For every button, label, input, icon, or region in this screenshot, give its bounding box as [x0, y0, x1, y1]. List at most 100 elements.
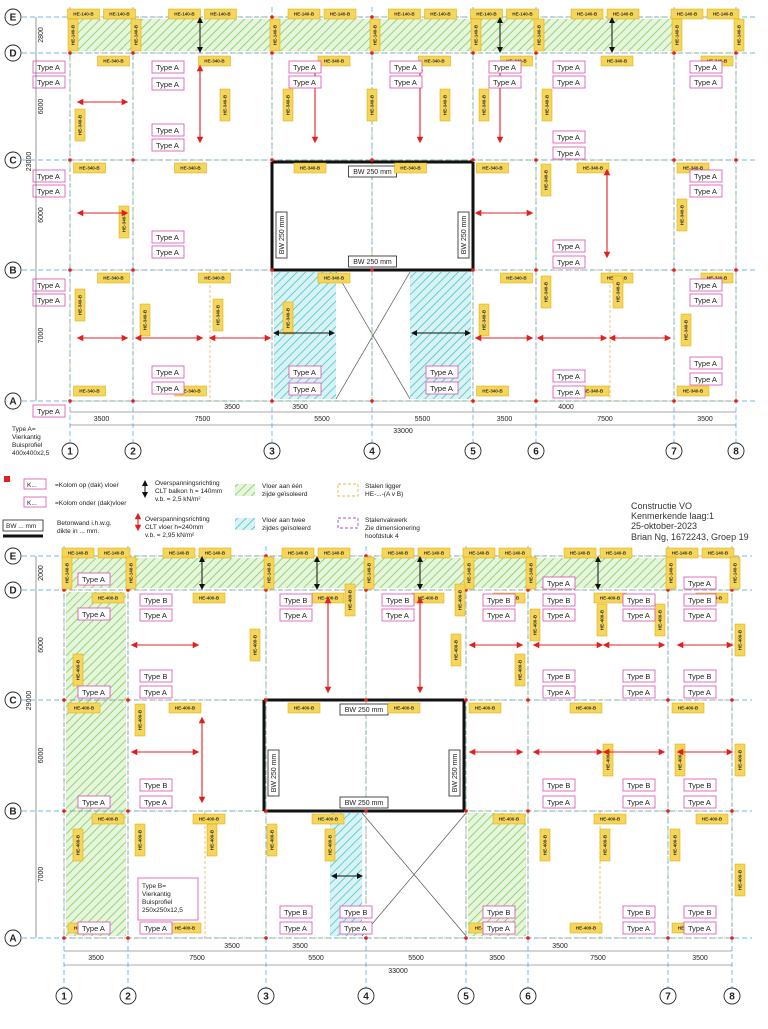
beam-label-bg — [706, 8, 740, 20]
column-type-label: Type A — [386, 611, 409, 620]
column-type-box — [288, 60, 322, 74]
grid-col-label: 6 — [525, 992, 531, 1003]
column-type-box — [151, 245, 185, 259]
beam-label: HE-340-B — [204, 276, 225, 281]
column-type-label: Type A — [694, 375, 717, 384]
beam-label: HE-400-B — [294, 706, 315, 711]
beam-label-bg — [293, 162, 327, 174]
legend-overspanning-vloer-3: v.b. = 2,95 kN/m² — [145, 532, 195, 539]
column-type-box — [32, 404, 66, 418]
beam-label-bg — [72, 828, 84, 862]
beam-label-bg — [514, 653, 526, 687]
column-marker — [364, 936, 368, 940]
type-a-definition: Type A= Vierkantig Buisprofiel 400x400x2… — [12, 426, 50, 457]
legend-stalen-ligger-2: HE-...-(A v B) — [365, 491, 403, 498]
column-type-box — [689, 60, 723, 74]
legend: K... =Kolom op (dak) vloer K... =Kolom o… — [2, 476, 420, 540]
column-type-label: Type B — [144, 781, 167, 790]
legend-betonwand-1: Betonwand i.h.w.g. — [57, 520, 112, 527]
beam-label: HE-140-B — [330, 12, 351, 17]
column-type-box — [552, 255, 586, 269]
column-type-box — [151, 123, 185, 137]
legend-kolom-onder-box — [23, 496, 47, 508]
column-marker — [526, 698, 530, 702]
column-type-box — [32, 75, 66, 89]
beam-label: HE-400-B — [606, 749, 611, 770]
beam-label-bg — [97, 547, 131, 559]
beam-label-bg — [67, 702, 101, 714]
column-type-label: Type A — [430, 368, 453, 377]
wall-label-box — [339, 796, 389, 809]
column-type-box — [552, 130, 586, 144]
legend-vloer-twee-1: Vloer aan twee — [262, 517, 306, 524]
beam-label-bg — [500, 272, 533, 284]
beam-label-bg — [282, 88, 294, 122]
grid-col-label: 6 — [533, 447, 539, 458]
grid-col-bubble — [665, 442, 683, 460]
void-cross-line — [361, 812, 467, 937]
beam-label: HE-340-B — [78, 294, 83, 315]
column-marker — [370, 268, 374, 272]
legend-vloer-twee-2: zijdes geïsoleerd — [262, 525, 311, 532]
column-type-label: Type B — [688, 781, 711, 790]
column-marker — [126, 936, 130, 940]
beam-label: HE-140-B — [537, 24, 542, 45]
beam-label: HE-140-B — [68, 551, 89, 556]
beam-label: HE-340-B — [286, 94, 291, 115]
grid-col-label: 2 — [130, 447, 136, 458]
column-type-label: Type A — [547, 688, 570, 697]
column-marker — [370, 158, 374, 162]
beam-label: HE-140-B — [529, 562, 534, 583]
beam-label-bg — [541, 88, 553, 122]
column-type-box — [279, 593, 313, 607]
legend-stalen-vakwerk-3: hoofdstuk 4 — [365, 533, 399, 540]
dim-span: 5500 — [408, 955, 424, 962]
beam-label-bg — [676, 385, 710, 397]
type-b-def-line-3: Buisprofiel — [142, 899, 173, 906]
beam-label-bg — [470, 8, 503, 20]
legend-green-hatch — [235, 484, 255, 496]
legend-betonwand-2: dikte in ... mm. — [57, 528, 99, 535]
beam-label-bg — [204, 8, 237, 20]
column-type-box — [339, 905, 373, 919]
beam-label: HE-140-B — [373, 24, 378, 45]
beam-label-bg — [366, 88, 378, 122]
beam-label-bg — [576, 162, 610, 174]
beam-label: HE-400-B — [603, 834, 608, 855]
column-type-label: Type A — [37, 187, 60, 196]
beam-label: HE-400-B — [702, 817, 723, 822]
wall-label: BW 250 mm — [353, 169, 392, 176]
grid-col-label: 5 — [463, 992, 469, 1003]
beam-label-bg — [317, 547, 351, 559]
beam-label-bg — [439, 88, 451, 122]
column-marker — [126, 698, 130, 702]
column-marker — [734, 399, 738, 403]
wall-label: BW 250 mm — [452, 754, 459, 793]
beam-label-bg — [612, 275, 624, 309]
column-type-label: Type A — [293, 63, 316, 72]
grid-row-label: A — [9, 397, 16, 408]
beam-label-bg — [317, 272, 351, 284]
column-type-box — [552, 60, 586, 74]
grid-col-label: 4 — [363, 992, 369, 1003]
column-type-box — [552, 369, 586, 383]
type-b-def-line-1: Type B= — [142, 883, 166, 890]
beam-label: HE-140-B — [267, 562, 272, 583]
legend-overspanning-vloer-2: CLT vloer h=240mm — [145, 524, 203, 531]
column-type-box — [622, 778, 656, 792]
beam-label: HE-400-B — [199, 596, 220, 601]
legend-stalen-vakwerk-2: Zie dimensionering — [365, 525, 420, 532]
column-type-box — [77, 921, 111, 935]
beam-label-bg — [174, 162, 207, 174]
dim-side-total: 23000 — [26, 152, 33, 172]
beam-label-bg — [125, 556, 137, 590]
legend-kolom-op-label: =Kolom op (dak) vloer — [55, 482, 120, 489]
beam-label-bg — [665, 556, 677, 590]
beam-label: HE-140-B — [109, 12, 130, 17]
column-type-label: Type A — [557, 78, 580, 87]
column-type-box — [683, 778, 717, 792]
beam-label: HE-400-B — [673, 834, 678, 855]
beam-label: HE-340-B — [482, 166, 503, 171]
beam-label-bg — [729, 556, 741, 590]
beam-label-bg — [671, 702, 705, 714]
